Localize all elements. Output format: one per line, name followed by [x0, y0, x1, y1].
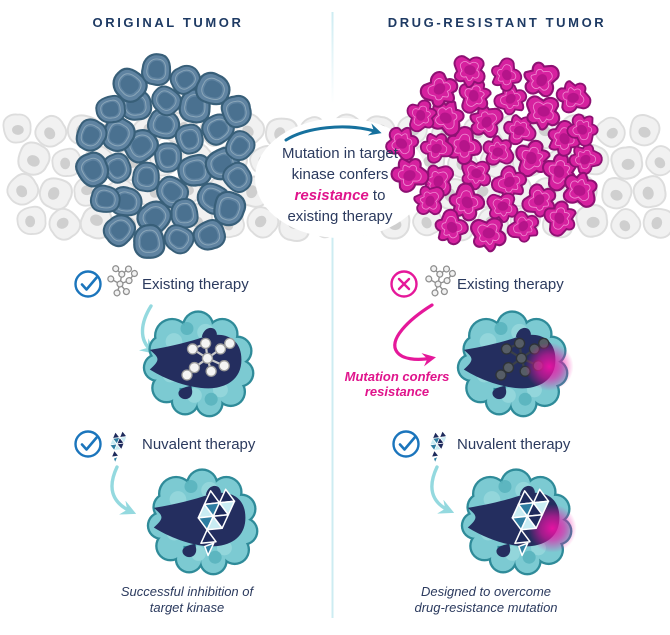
existing-therapy-molecule-icon: [105, 262, 141, 298]
annotation-line-3: resistance to: [294, 187, 386, 204]
annotation-backdrop: [255, 118, 427, 238]
kinase-protein-mutated: [456, 310, 574, 418]
kinase-protein-nuvalent-bound: [146, 468, 259, 576]
check-circle-icon: [74, 430, 102, 458]
right-column-title: DRUG-RESISTANT TUMOR: [387, 15, 607, 30]
divider-line-top: [331, 12, 334, 104]
right-caption: Designed to overcome drug-resistance mut…: [414, 584, 558, 615]
therapy-binding-arrow: [110, 465, 137, 515]
kinase-protein-existing-bound: [142, 310, 255, 418]
mutation-arrow: [284, 123, 382, 142]
resistance-highlight: resistance: [294, 187, 369, 204]
check-circle-icon: [74, 270, 102, 298]
mutation-glow: [525, 342, 574, 391]
annotation-line-1: Mutation in target: [282, 145, 398, 162]
nuvalent-logo-icon: [107, 430, 131, 464]
mutation-note: Mutation confers resistance: [344, 369, 450, 399]
left-existing-therapy-label: Existing therapy: [142, 276, 249, 293]
center-annotation: Mutation in target kinase confers resist…: [282, 143, 398, 227]
x-circle-icon: [390, 270, 418, 298]
annotation-line-4: existing therapy: [287, 208, 393, 225]
resistance-arrow: [393, 303, 436, 367]
therapy-binding-arrow: [430, 465, 455, 514]
right-existing-therapy-label: Existing therapy: [457, 276, 564, 293]
existing-therapy-molecule-icon: [423, 262, 459, 298]
left-caption: Successful inhibition of target kinase: [120, 584, 254, 615]
left-nuvalent-therapy-label: Nuvalent therapy: [142, 436, 256, 453]
right-nuvalent-therapy-label: Nuvalent therapy: [457, 436, 571, 453]
left-column-title: ORIGINAL TUMOR: [92, 15, 244, 30]
divider-line-bottom: [331, 236, 334, 618]
annotation-line-2: kinase confers: [291, 166, 389, 183]
nuvalent-logo-icon: [427, 430, 451, 464]
kinase-protein-mutated-nuvalent-bound: [460, 468, 577, 576]
check-circle-icon: [392, 430, 420, 458]
